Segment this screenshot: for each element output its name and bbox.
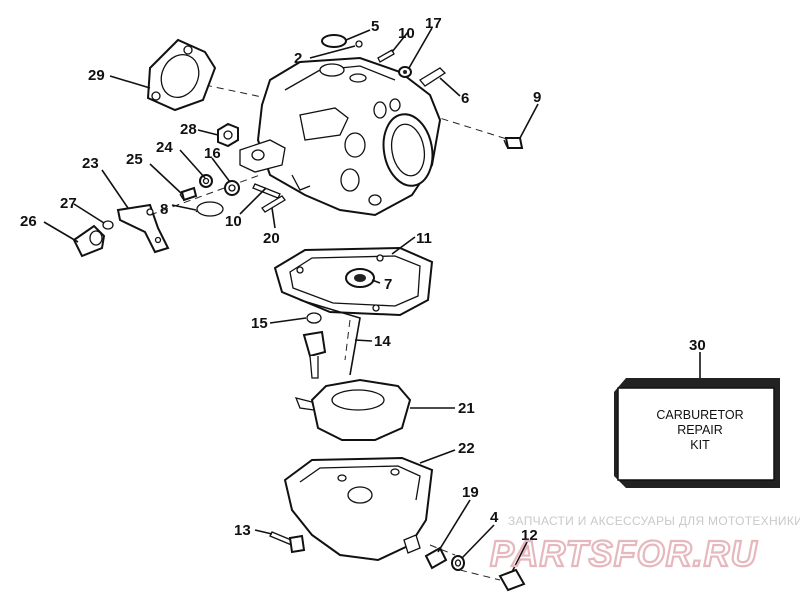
callout-29: 29 <box>88 67 105 84</box>
float-part-21 <box>294 378 412 441</box>
carburetor-body <box>239 56 442 217</box>
clip-part-27 <box>102 220 114 230</box>
callout-30: 30 <box>689 337 706 354</box>
kit-label-line-3: KIT <box>690 438 710 452</box>
callout-19: 19 <box>462 484 479 501</box>
callout-16: 16 <box>204 145 221 162</box>
callout-25: 25 <box>126 151 143 168</box>
screw-part-6 <box>419 67 447 87</box>
callout-23: 23 <box>82 155 99 172</box>
washer-part-15 <box>306 312 322 324</box>
screw-part-25 <box>179 186 198 202</box>
callout-27: 27 <box>60 195 77 212</box>
needle-part-19 <box>424 546 448 570</box>
callout-15: 15 <box>251 315 268 332</box>
repair-kit-box-part-30: CARBURETOR REPAIR KIT <box>614 378 780 488</box>
callout-26: 26 <box>20 213 37 230</box>
callout-17: 17 <box>425 15 442 32</box>
callout-10-top: 10 <box>398 25 415 42</box>
plug-part-2 <box>355 40 363 48</box>
washer-part-24 <box>199 174 213 188</box>
callout-14: 14 <box>374 333 391 350</box>
lever-part-23 <box>116 203 170 254</box>
callout-22: 22 <box>458 440 475 457</box>
kit-label-line-1: CARBURETOR <box>656 408 743 422</box>
callout-24: 24 <box>156 139 173 156</box>
spring-part-8 <box>195 201 224 217</box>
washer-part-16 <box>224 180 240 196</box>
callout-10-left: 10 <box>225 213 242 230</box>
knob-part-26 <box>72 224 106 258</box>
callout-9: 9 <box>533 89 541 106</box>
washer-part-17 <box>398 66 412 78</box>
callout-12: 12 <box>521 527 538 544</box>
washer-part-4 <box>451 555 465 571</box>
plug-part-5 <box>321 34 347 48</box>
hinge-pin-part-14 <box>299 299 361 376</box>
needle-valve-seat <box>302 330 327 379</box>
callout-13: 13 <box>234 522 251 539</box>
float-bowl-part-22 <box>283 456 434 562</box>
watermark-logo: PARTSFOR.RU <box>490 533 758 574</box>
callout-28: 28 <box>180 121 197 138</box>
kit-label-line-2: REPAIR <box>677 423 723 437</box>
flange-gasket-part-29 <box>146 38 217 112</box>
ring-part-7 <box>345 268 375 288</box>
callout-20: 20 <box>263 230 280 247</box>
watermark: ЗАПЧАСТИ И АКСЕССУАРЫ ДЛЯ МОТОТЕХНИКИ PA… <box>489 514 800 575</box>
callout-21: 21 <box>458 400 475 417</box>
callout-8: 8 <box>160 201 168 218</box>
callout-5: 5 <box>371 18 379 35</box>
screw-part-9 <box>503 137 524 149</box>
screw-part-13 <box>269 531 306 554</box>
callout-6: 6 <box>461 90 469 107</box>
callout-numbers: 5 2 10 17 6 9 29 28 24 16 25 23 8 10 20 … <box>20 15 706 544</box>
callout-4: 4 <box>490 509 499 526</box>
plug-part-12 <box>498 568 526 592</box>
leader-lines <box>43 27 701 573</box>
watermark-tagline: ЗАПЧАСТИ И АКСЕССУАРЫ ДЛЯ МОТОТЕХНИКИ <box>508 514 800 528</box>
bowl-gasket-part-11 <box>273 246 434 317</box>
nut-part-28 <box>217 122 239 148</box>
screw-part-20 <box>261 195 286 213</box>
pin-part-10-top <box>377 49 395 63</box>
callout-11: 11 <box>416 230 432 247</box>
callout-7: 7 <box>384 276 392 293</box>
callout-2: 2 <box>294 50 302 67</box>
